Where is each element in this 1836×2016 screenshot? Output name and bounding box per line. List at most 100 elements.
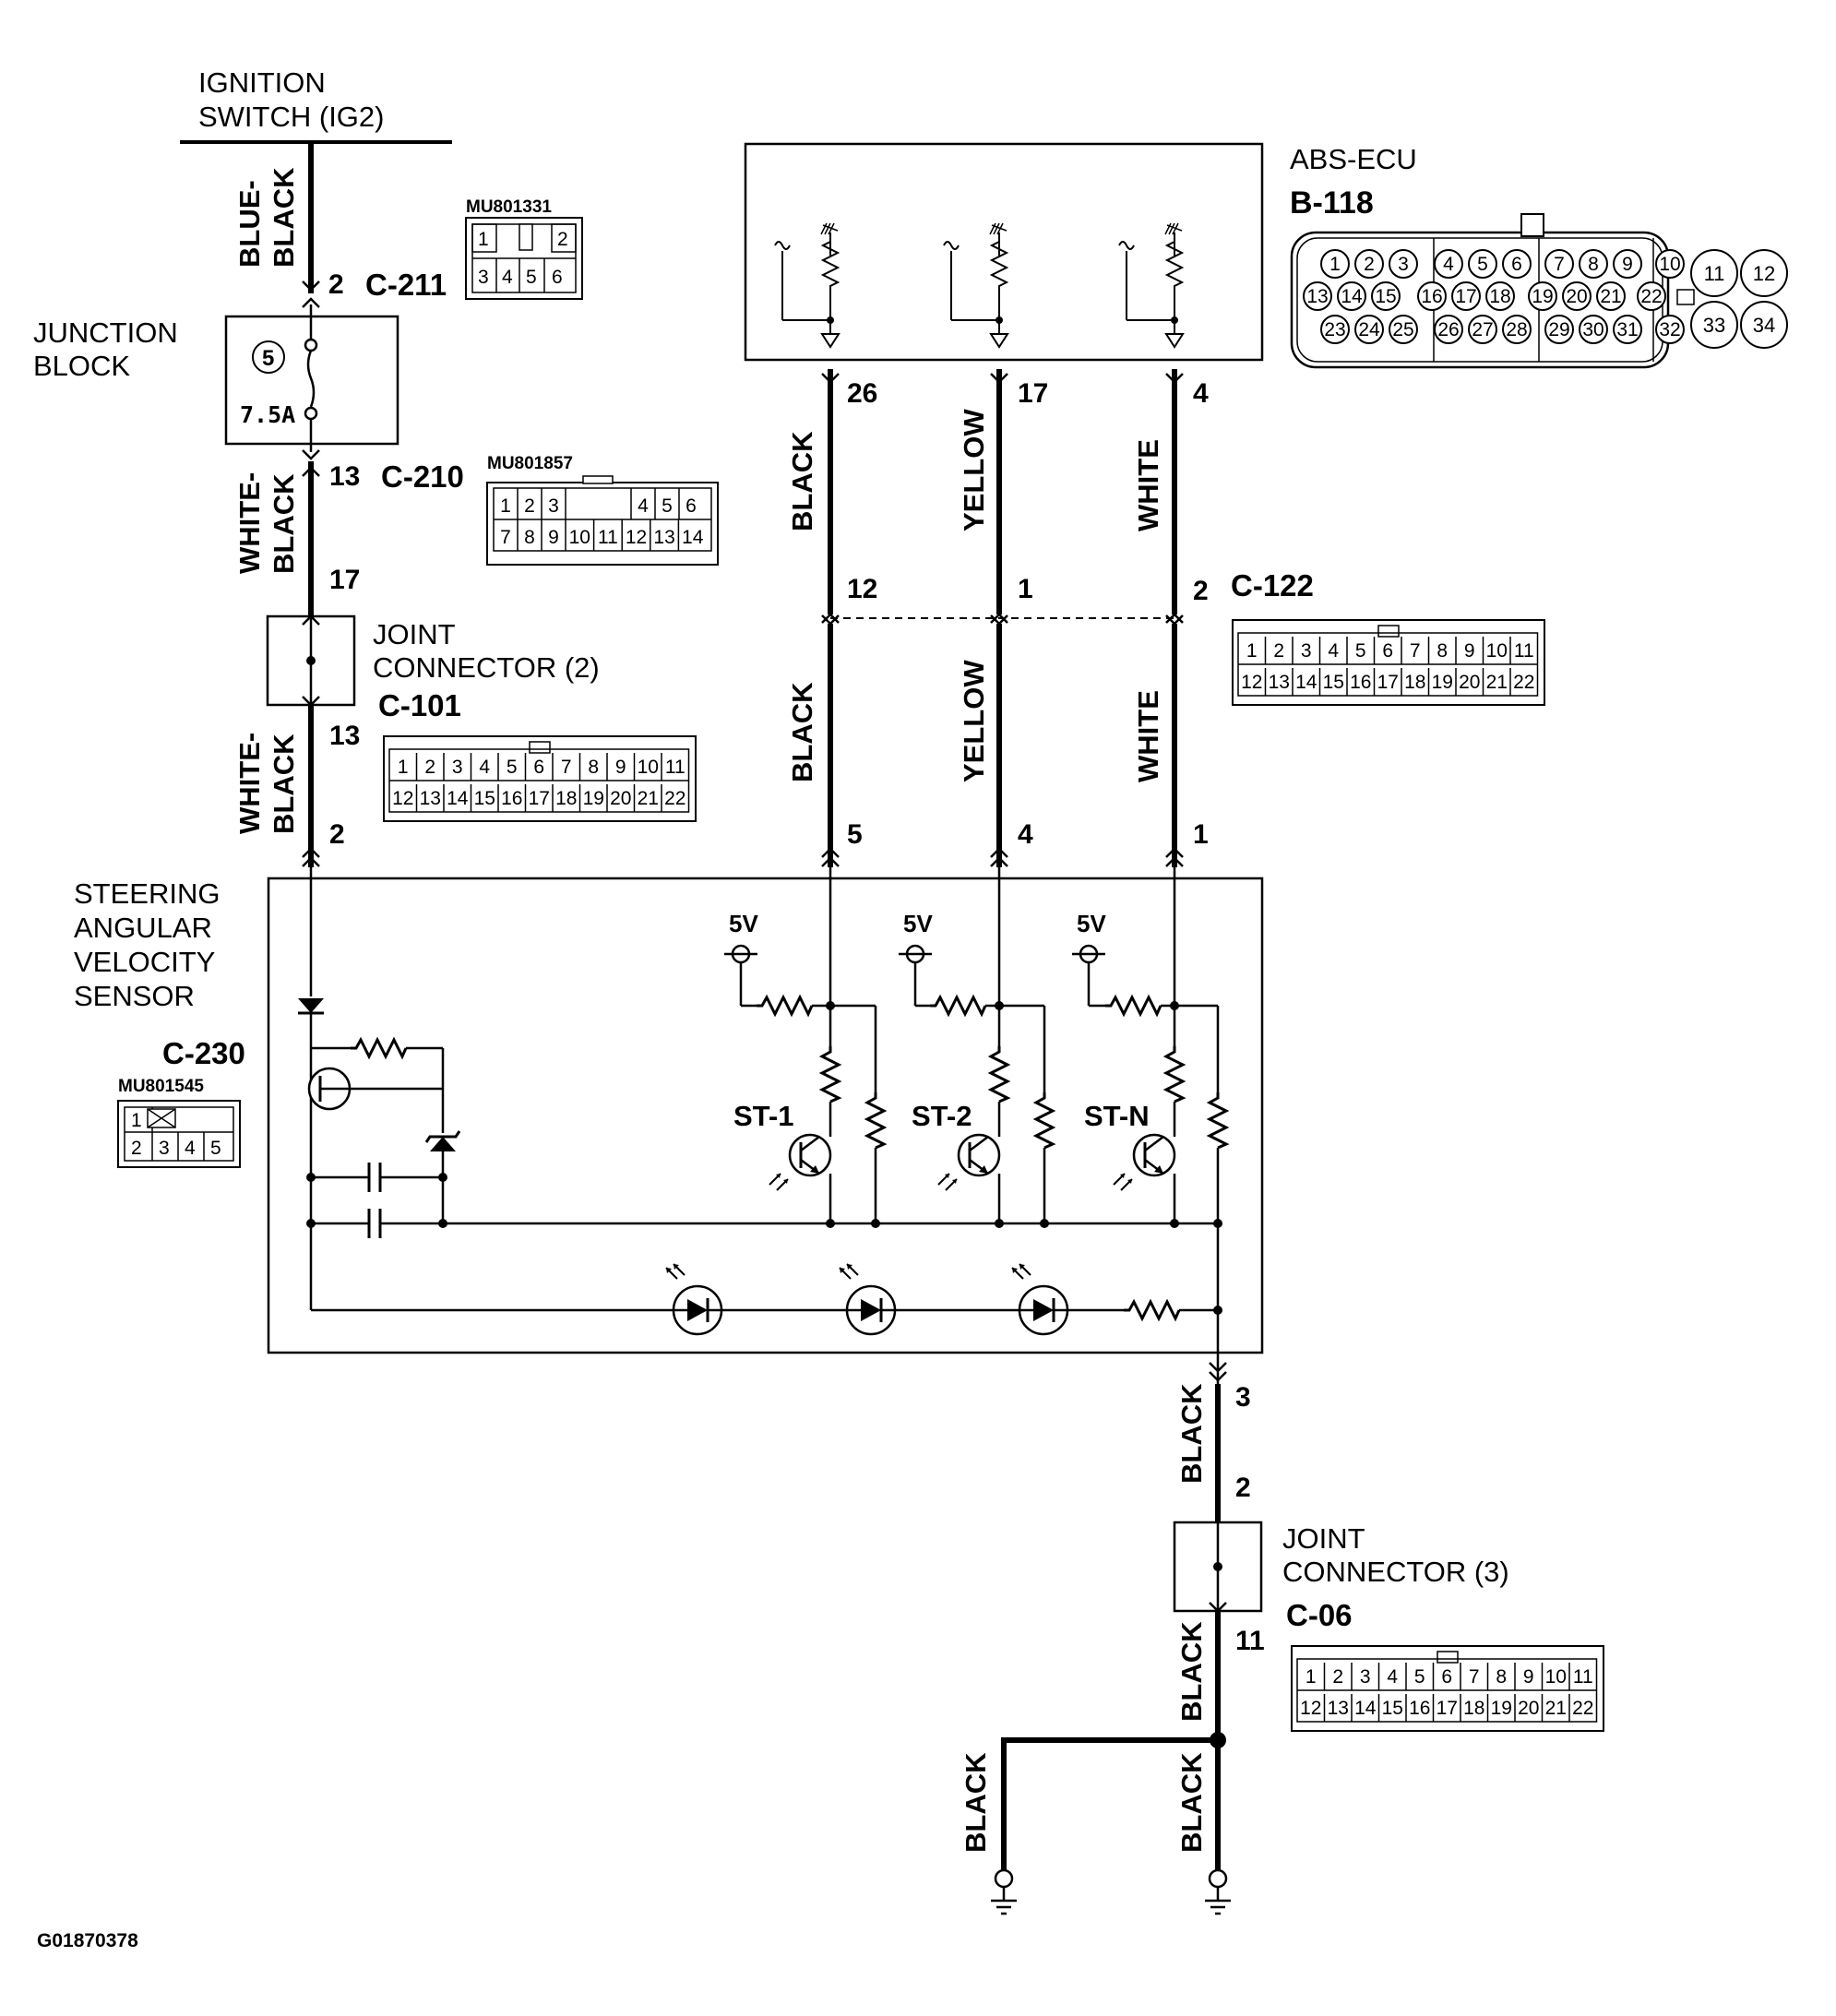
c122-face-pin-20: 20 — [1459, 672, 1480, 693]
c122-face-pin-6: 6 — [1382, 640, 1393, 662]
c06-face-pin-12: 12 — [1300, 1698, 1321, 1719]
fuse-rating: 7.5A — [240, 401, 295, 428]
ground-icon-left — [989, 1868, 1019, 1915]
c101-face-pin-14: 14 — [447, 788, 469, 809]
c211-pin: 2 — [328, 269, 344, 300]
led-chain — [664, 1223, 1222, 1384]
st2-5v-label: 5V — [903, 910, 933, 937]
c101-face-pin-20: 20 — [610, 788, 631, 809]
joint-3-label-2: CONNECTOR (3) — [1282, 1556, 1509, 1588]
c101-face-pin-2: 2 — [424, 757, 435, 778]
c06-face-pin-19: 19 — [1491, 1698, 1512, 1719]
c230-code: C-230 — [162, 1036, 245, 1070]
c122-face-pin-7: 7 — [1410, 640, 1421, 662]
c122-face-pin-19: 19 — [1432, 672, 1453, 693]
fuse-terminal-bottom — [304, 406, 318, 421]
wire-label-black-5: BLACK — [960, 1752, 992, 1853]
c122-face-pin-5: 5 — [1355, 640, 1366, 662]
wire-label-yellow-2: YELLOW — [958, 660, 990, 782]
wire-label-black-4: BLACK — [1175, 1621, 1208, 1722]
c06-face-pin-4: 4 — [1387, 1666, 1398, 1688]
c101-face-pin-22: 22 — [664, 788, 686, 809]
c122-face-pin-12: 12 — [1241, 672, 1262, 693]
c230-face-pin-2: 2 — [131, 1138, 142, 1159]
sensor-supply-circuit — [298, 867, 1218, 1312]
c06-face-pin-3: 3 — [1360, 1666, 1371, 1688]
c101-face-pin-9: 9 — [615, 757, 626, 778]
c101-face-pin-5: 5 — [507, 757, 518, 778]
c210-face-pin-4: 4 — [638, 495, 649, 517]
c230-face-pin-5: 5 — [210, 1138, 221, 1159]
c230-connector-face: MU801545 1 2 3 4 5 — [117, 1077, 241, 1168]
channel-stn: 5V ST-N — [1070, 867, 1228, 1228]
c210-face-pin-7: 7 — [500, 527, 511, 548]
stn-label: ST-N — [1084, 1100, 1150, 1132]
c230-pin-4: 4 — [1018, 819, 1033, 850]
c211-pin-3: 3 — [478, 267, 489, 288]
b118-pin-21: 21 — [1600, 286, 1621, 307]
ground-icon-right — [1203, 1868, 1233, 1915]
c101-face-pin-4: 4 — [479, 757, 490, 778]
ecu-wire-mid — [989, 369, 1009, 867]
b118-pin-14: 14 — [1341, 286, 1363, 307]
abs-ecu-name: ABS-ECU — [1290, 143, 1417, 175]
diode-icon — [298, 998, 324, 1013]
c101-face-pin-7: 7 — [561, 757, 572, 778]
c06-face-pin-21: 21 — [1545, 1698, 1567, 1719]
c06-pin-in: 2 — [1235, 1473, 1251, 1503]
c211-pin-6: 6 — [552, 267, 563, 288]
b118-pin-8: 8 — [1588, 254, 1599, 275]
c230-face-pin-3: 3 — [159, 1138, 170, 1159]
c06-face-pin-15: 15 — [1382, 1698, 1403, 1719]
b118-pin-18: 18 — [1489, 286, 1510, 307]
st1-5v-label: 5V — [729, 910, 758, 937]
sensor-label-1: STEERING — [74, 877, 220, 910]
b118-pin-9: 9 — [1622, 254, 1633, 275]
c210-face-pin-11: 11 — [598, 527, 618, 548]
c230-pin-top: 2 — [329, 819, 345, 850]
ecu-terminal-4: 4 — [1193, 378, 1209, 409]
c101-code: C-101 — [378, 688, 461, 722]
b118-pin-7: 7 — [1554, 254, 1565, 275]
c211-pin-2: 2 — [557, 229, 568, 250]
b118-pin-29: 29 — [1548, 319, 1569, 340]
ignition-label-2: SWITCH (IG2) — [198, 101, 385, 133]
wire-label-white-black-2: BLACK — [268, 734, 300, 834]
b118-pin-28: 28 — [1506, 319, 1527, 340]
joint-2-label-2: CONNECTOR (2) — [373, 651, 600, 684]
c101-face-pin-10: 10 — [638, 757, 659, 778]
c06-face-pin-1: 1 — [1305, 1666, 1317, 1688]
c211-code: C-211 — [365, 268, 447, 302]
wire-label-white-2: WHITE- — [233, 733, 266, 834]
b118-pin-31: 31 — [1616, 319, 1638, 340]
sensor-label-2: ANGULAR — [74, 912, 212, 944]
junction-label-1: JUNCTION — [33, 316, 178, 349]
b118-pin-33: 33 — [1703, 314, 1725, 337]
c101-face-pin-11: 11 — [665, 757, 686, 778]
c122-face-pin-22: 22 — [1513, 672, 1534, 693]
ecu-terminal-17: 17 — [1018, 378, 1048, 409]
c06-face-pin-9: 9 — [1523, 1666, 1534, 1688]
c122-face-pin-15: 15 — [1323, 672, 1344, 693]
c122-pin-12: 12 — [847, 574, 877, 604]
c06-face-pin-18: 18 — [1463, 1698, 1484, 1719]
ignition-label-1: IGNITION — [198, 66, 326, 99]
wire-label-white-black-1: BLACK — [268, 473, 300, 574]
c122-face-pin-14: 14 — [1295, 672, 1317, 693]
b118-pin-12: 12 — [1753, 262, 1775, 285]
b118-pin-25: 25 — [1392, 319, 1413, 340]
c06-code: C-06 — [1286, 1598, 1353, 1632]
c101-pin-out: 13 — [329, 721, 360, 751]
b118-pin-27: 27 — [1472, 319, 1493, 340]
b118-pin-23: 23 — [1324, 319, 1345, 340]
wire-label-white-4: WHITE — [1132, 690, 1164, 782]
c210-face-pin-1: 1 — [500, 495, 511, 517]
c101-face-pin-18: 18 — [555, 788, 577, 809]
wire-label-black-1: BLACK — [786, 431, 818, 531]
wire-black-ground-3 — [1001, 1737, 1218, 1871]
c210-face-pin-9: 9 — [548, 527, 559, 548]
c06-face-pin-22: 22 — [1572, 1698, 1593, 1719]
sensor-box — [267, 877, 1264, 1354]
c230-pin-5: 5 — [847, 819, 863, 850]
c122-face-pin-8: 8 — [1437, 640, 1448, 662]
